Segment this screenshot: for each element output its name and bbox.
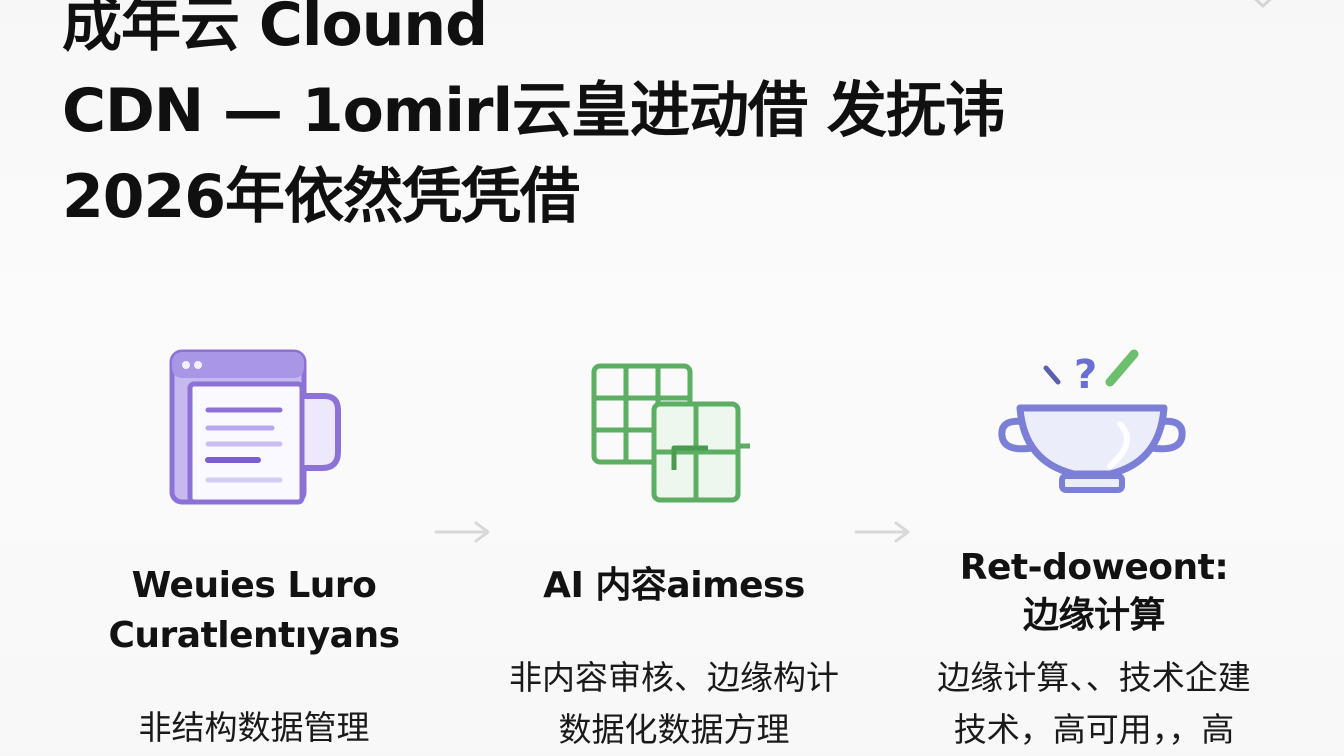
- page-title: 成年云 Clound CDN — 1omirl云皇进动借 发抚讳 2026年依然…: [62, 0, 1262, 240]
- step-title-line-1: AI 内容aimess: [543, 565, 805, 606]
- arrow-right-icon: [854, 521, 910, 543]
- step-description-line-2: 数据化数据方理: [558, 710, 790, 749]
- bowl-question-icon: ?: [992, 344, 1192, 500]
- step-title-line-2: Curatlentıyans: [108, 615, 400, 656]
- step-title: AI 内容aimess: [484, 562, 864, 610]
- step-description: 边缘计算、、技术企建 技术，高可用，，高: [904, 652, 1284, 756]
- step-title: Weuies Luro Curatlentıyans: [64, 562, 444, 660]
- title-line-3: 2026年依然凭凭借: [62, 162, 580, 232]
- step-description-line-1: 边缘计算、、技术企建: [937, 658, 1251, 697]
- step-title-line-2: 边缘计算: [1022, 595, 1166, 636]
- step-description-line-2: 技术，高可用，，高: [953, 710, 1235, 749]
- step-description-line-1: 非内容审核、边缘构计: [509, 658, 839, 697]
- step-title-line-1: Ret-doweont:: [959, 547, 1229, 588]
- step-description: 非内容审核、边缘构计 数据化数据方理: [484, 652, 864, 756]
- chevron-down-icon: [1254, 0, 1272, 9]
- step-title: Ret-doweont: 边缘计算: [904, 544, 1284, 640]
- document-window-icon: [168, 348, 348, 508]
- step-description: 非结构数据管理: [64, 702, 444, 754]
- title-line-1: 成年云 Clound: [62, 0, 488, 60]
- arrow-right-icon: [434, 521, 490, 543]
- svg-text:?: ?: [1074, 352, 1097, 398]
- grid-blocks-icon: [588, 360, 758, 508]
- step-title-line-1: Weuies Luro: [131, 565, 377, 606]
- title-line-2: CDN — 1omirl云皇进动借 发抚讳: [62, 76, 1005, 146]
- step-description-line-1: 非结构数据管理: [138, 708, 370, 747]
